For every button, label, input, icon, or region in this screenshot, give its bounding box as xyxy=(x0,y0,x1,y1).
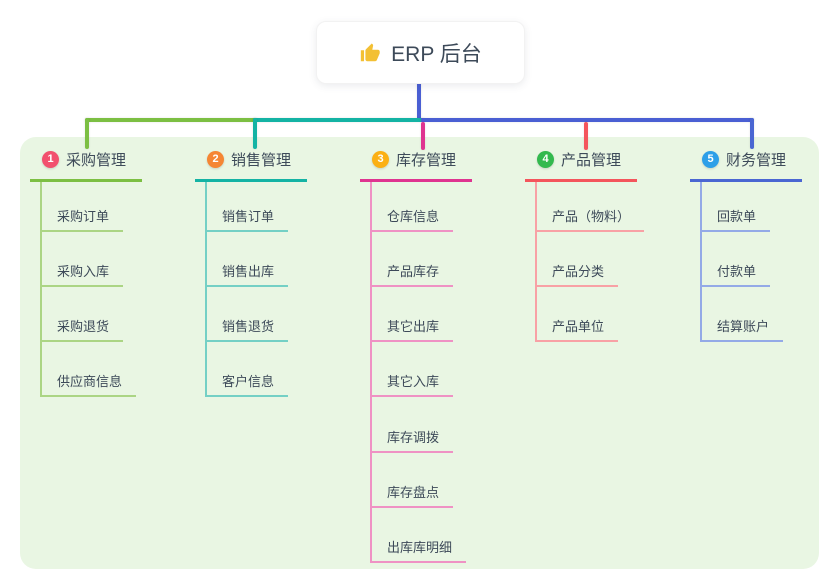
branch-label: 采购管理 xyxy=(66,152,127,169)
bar-segment-right xyxy=(421,118,754,122)
branch-header[interactable]: 4 产品管理 xyxy=(525,149,638,182)
branch-rail-line xyxy=(40,180,42,398)
child-item-label: 付款单 xyxy=(717,263,757,279)
child-item[interactable]: 付款单 xyxy=(700,253,771,287)
child-item-label: 库存调拨 xyxy=(387,429,440,445)
drop-line-branch1 xyxy=(85,118,89,149)
child-item[interactable]: 产品（物料） xyxy=(535,198,645,232)
child-item[interactable]: 销售订单 xyxy=(205,198,289,232)
child-item-label: 产品单位 xyxy=(552,319,605,335)
child-item[interactable]: 库存调拨 xyxy=(370,419,454,453)
branch-header[interactable]: 1 采购管理 xyxy=(30,149,143,182)
branch-rail-line xyxy=(535,180,537,343)
bar-segment-branch2 xyxy=(253,118,425,122)
child-item-label: 供应商信息 xyxy=(57,374,123,390)
child-item[interactable]: 库存盘点 xyxy=(370,474,454,508)
child-item-label: 结算账户 xyxy=(717,319,770,335)
child-item[interactable]: 回款单 xyxy=(700,198,771,232)
child-item-label: 销售订单 xyxy=(222,208,275,224)
branch-header[interactable]: 3 库存管理 xyxy=(360,149,473,182)
child-item-label: 产品库存 xyxy=(387,263,440,279)
branch-number-badge: 5 xyxy=(702,151,719,168)
child-item[interactable]: 客户信息 xyxy=(205,363,289,398)
branch-number-badge: 1 xyxy=(42,151,59,168)
child-item[interactable]: 出库库明细 xyxy=(370,529,467,564)
child-item[interactable]: 采购退货 xyxy=(40,308,124,343)
thumbs-up-icon xyxy=(361,42,380,61)
child-item[interactable]: 结算账户 xyxy=(700,308,784,343)
drop-line-branch4 xyxy=(584,122,588,150)
child-item-label: 采购订单 xyxy=(57,208,110,224)
root-node[interactable]: ERP 后台 xyxy=(316,21,525,84)
branch-number-badge: 4 xyxy=(537,151,554,168)
child-item[interactable]: 产品单位 xyxy=(535,308,619,343)
branch-label: 销售管理 xyxy=(231,152,292,169)
root-connector-line xyxy=(417,81,421,120)
drop-line-branch2 xyxy=(253,118,257,149)
child-item-label: 产品（物料） xyxy=(552,208,631,224)
branch-rail-line xyxy=(700,180,702,343)
child-item[interactable]: 仓库信息 xyxy=(370,198,454,232)
branch-label: 产品管理 xyxy=(561,152,622,169)
child-item-label: 库存盘点 xyxy=(387,485,440,500)
child-item-label: 销售退货 xyxy=(222,319,275,335)
child-item[interactable]: 产品库存 xyxy=(370,253,454,287)
branch-label: 库存管理 xyxy=(396,152,457,169)
child-item-label: 采购入库 xyxy=(57,263,110,279)
child-item[interactable]: 销售退货 xyxy=(205,308,289,343)
child-item-label: 客户信息 xyxy=(222,374,275,390)
drop-line-branch5 xyxy=(750,118,754,149)
child-item[interactable]: 采购入库 xyxy=(40,253,124,287)
child-item[interactable]: 供应商信息 xyxy=(40,363,137,398)
child-item-label: 其它出库 xyxy=(387,319,440,335)
child-item-label: 销售出库 xyxy=(222,263,275,279)
branch-header[interactable]: 2 销售管理 xyxy=(195,149,308,182)
branch-label: 财务管理 xyxy=(726,152,787,169)
child-item[interactable]: 产品分类 xyxy=(535,253,619,287)
child-item-label: 出库库明细 xyxy=(387,540,453,556)
child-item-label: 仓库信息 xyxy=(387,208,440,224)
branch-number-badge: 2 xyxy=(207,151,224,168)
root-label: ERP 后台 xyxy=(391,42,482,66)
child-item[interactable]: 销售出库 xyxy=(205,253,289,287)
thumbs-up-path xyxy=(361,42,380,61)
branch-rail-line xyxy=(370,180,372,564)
child-item-label: 回款单 xyxy=(717,208,757,224)
child-item[interactable]: 其它出库 xyxy=(370,308,454,343)
branch-number-badge: 3 xyxy=(372,151,389,168)
child-item-label: 其它入库 xyxy=(387,374,440,390)
child-item[interactable]: 采购订单 xyxy=(40,198,124,232)
bar-segment-branch1 xyxy=(85,118,257,122)
child-item-label: 产品分类 xyxy=(552,263,605,279)
branches-panel xyxy=(20,137,819,569)
branch-rail-line xyxy=(205,180,207,398)
child-item-label: 采购退货 xyxy=(57,319,110,335)
drop-line-branch3 xyxy=(421,122,425,150)
branch-header[interactable]: 5 财务管理 xyxy=(690,149,803,182)
child-item[interactable]: 其它入库 xyxy=(370,363,454,398)
